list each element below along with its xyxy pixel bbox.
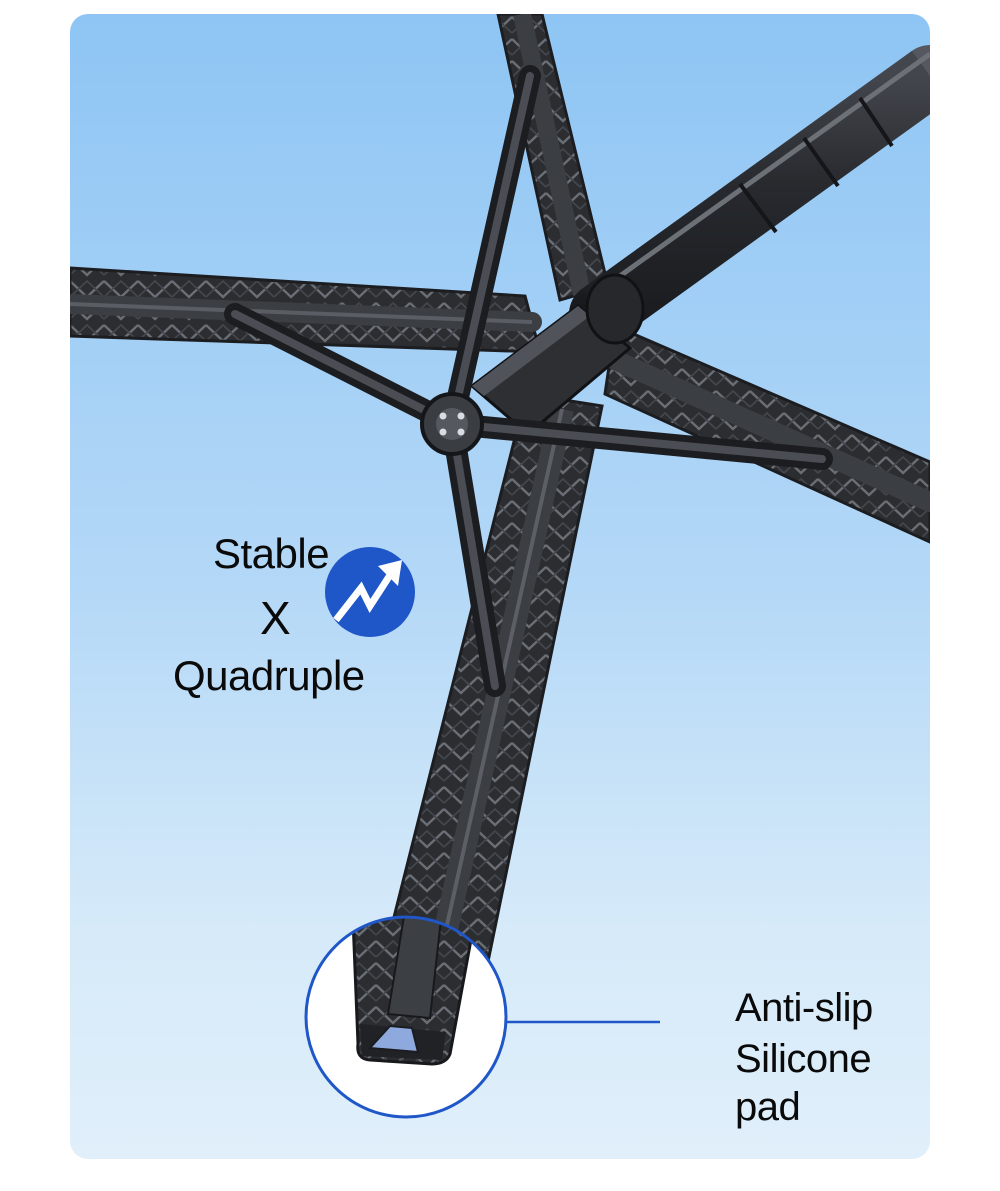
leg-braces [224, 65, 833, 697]
brace-hub [420, 392, 484, 456]
stable-label: Stable [213, 530, 330, 577]
callout-line-silicone-pad: Silicone pad [735, 1037, 872, 1129]
callout-line-anti-slip: Anti-slip [735, 986, 873, 1030]
extension-pole [569, 45, 930, 345]
quadruple-label: Quadruple [173, 652, 365, 699]
product-card: Stable X Quadruple Anti-slip Silicone pa… [70, 14, 930, 1159]
magnifier-lens [304, 915, 508, 1119]
tripod-illustration [70, 14, 930, 1119]
x-label: X [260, 592, 291, 644]
trend-up-arrow-icon [325, 547, 415, 637]
right-leg [603, 323, 930, 544]
center-hub [469, 273, 645, 436]
